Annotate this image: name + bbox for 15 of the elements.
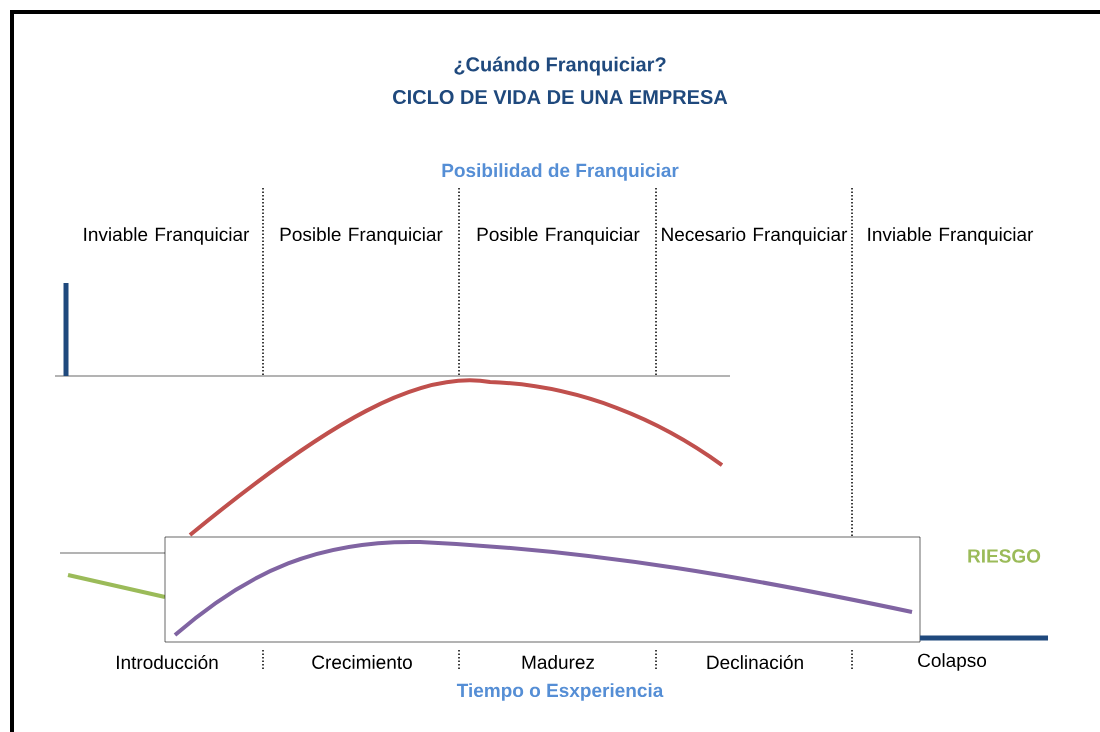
title: ¿Cuándo Franquiciar? <box>454 56 666 76</box>
zone-label: Necesario Franquiciar <box>662 227 848 245</box>
stage-label: Madurez <box>522 655 594 669</box>
stage-label: Colapso <box>918 653 987 671</box>
series-label: RIESGO <box>968 549 1041 563</box>
zone-label: Inviable Franquiciar <box>84 227 250 245</box>
zone-label: Posible Franquiciar <box>477 227 640 245</box>
subtitle: Posibilidad de Franquiciar <box>442 163 679 181</box>
stage-label: Crecimiento <box>312 655 412 669</box>
stage-label: Declinación <box>707 654 803 670</box>
zone-label: Inviable Franquiciar <box>868 227 1034 245</box>
axis-title: Tiempo o Esxperiencia <box>456 683 664 701</box>
title: CICLO DE VIDA DE UNA EMPRESA <box>393 89 728 105</box>
zone-label: Posible Franquiciar <box>280 227 443 245</box>
stage-label: Introducción <box>117 654 218 670</box>
